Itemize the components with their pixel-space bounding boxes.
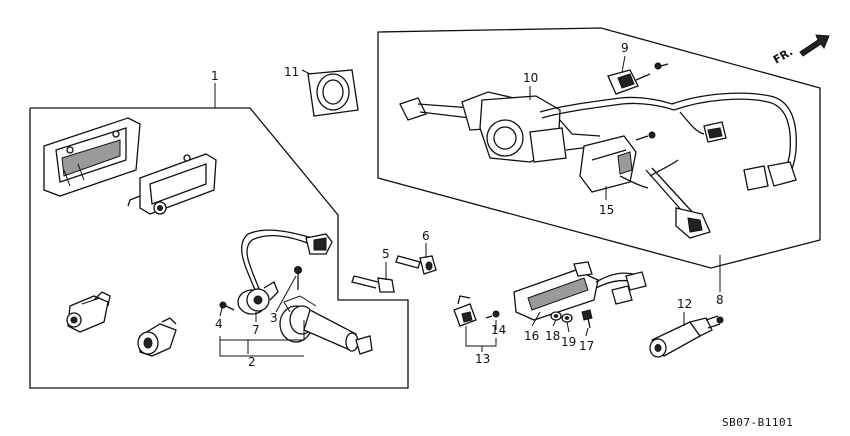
callout-6: 6 bbox=[422, 229, 430, 243]
callout-3: 3 bbox=[270, 311, 278, 325]
inner-door-handle bbox=[127, 153, 217, 215]
solenoid bbox=[649, 315, 724, 358]
callout-8: 8 bbox=[716, 293, 724, 307]
callout-12: 12 bbox=[677, 297, 692, 311]
bolt-17 bbox=[581, 309, 593, 329]
relay-bracket bbox=[453, 295, 500, 327]
relay-board bbox=[513, 261, 647, 321]
callout-18: 18 bbox=[545, 329, 560, 343]
callout-17: 17 bbox=[579, 339, 594, 353]
callout-14: 14 bbox=[491, 323, 506, 337]
callout-9: 9 bbox=[621, 41, 629, 55]
callout-16: 16 bbox=[524, 329, 539, 343]
door-handle-bezel bbox=[43, 117, 141, 197]
callout-19: 19 bbox=[561, 335, 576, 349]
ignition-switch bbox=[237, 229, 333, 315]
callout-15: 15 bbox=[599, 203, 614, 217]
callout-1: 1 bbox=[211, 69, 219, 83]
illumination-ring bbox=[307, 69, 359, 117]
callout-11: 11 bbox=[284, 65, 299, 79]
front-direction-label: FR. bbox=[771, 45, 795, 66]
washer-19 bbox=[561, 313, 573, 323]
switch-module bbox=[579, 135, 649, 193]
callout-7: 7 bbox=[252, 323, 260, 337]
callout-10: 10 bbox=[523, 71, 538, 85]
wiring-harness bbox=[635, 92, 797, 239]
key-blank-master bbox=[351, 275, 395, 293]
callout-13: 13 bbox=[475, 352, 490, 366]
callout-2: 2 bbox=[248, 355, 256, 369]
group-8-frame bbox=[377, 27, 821, 292]
callout-4: 4 bbox=[215, 317, 223, 331]
steering-lock-assembly bbox=[279, 266, 373, 355]
leader-lines bbox=[219, 55, 685, 357]
screw bbox=[219, 301, 235, 311]
lock-cylinder bbox=[137, 317, 177, 357]
diagram-code: SB07-B1101 bbox=[722, 416, 793, 429]
callout-5: 5 bbox=[382, 247, 390, 261]
front-direction-arrow-icon bbox=[799, 34, 830, 57]
door-lock-actuator bbox=[66, 291, 111, 333]
group-1-frame bbox=[29, 83, 409, 389]
key-blank-valet bbox=[395, 255, 437, 275]
sensor bbox=[607, 62, 669, 95]
washer-18 bbox=[550, 311, 562, 321]
combination-switch bbox=[399, 91, 675, 163]
callout-numbers: 1 2 3 4 5 6 7 8 9 10 11 12 13 14 15 16 1… bbox=[211, 41, 724, 369]
